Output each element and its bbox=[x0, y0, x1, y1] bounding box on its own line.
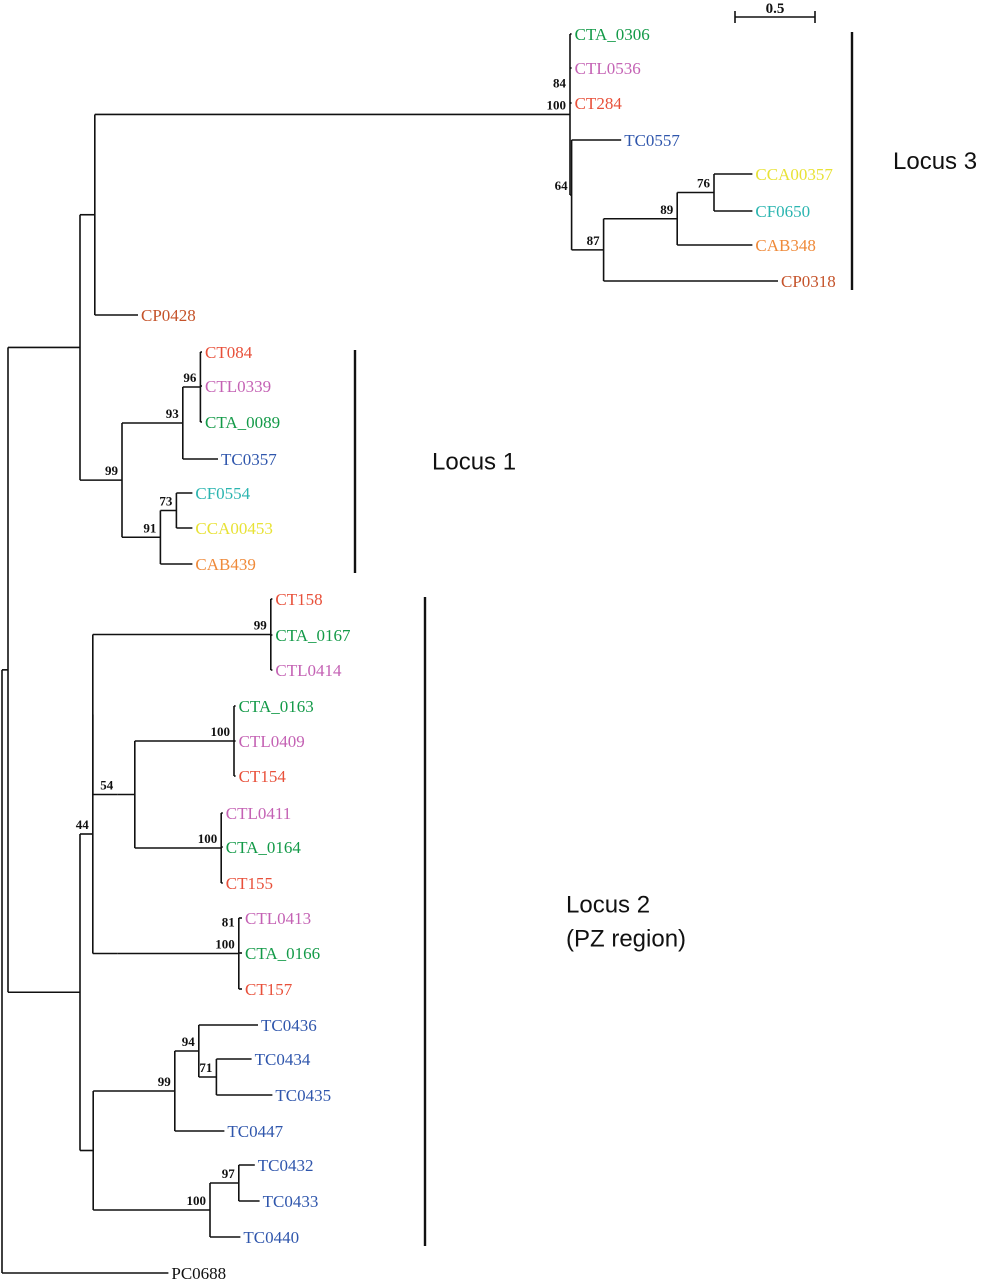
bootstrap-value: 91 bbox=[143, 520, 156, 535]
locus-label: (PZ region) bbox=[566, 926, 686, 953]
taxon-label: CAB439 bbox=[195, 555, 255, 574]
taxon-label: TC0447 bbox=[227, 1122, 283, 1141]
taxon-label: CTL0414 bbox=[275, 661, 342, 680]
taxon-label: CTA_0306 bbox=[575, 25, 650, 44]
taxon-label: CT155 bbox=[226, 874, 273, 893]
taxon-label: TC0434 bbox=[255, 1050, 311, 1069]
taxon-label: CT157 bbox=[245, 980, 293, 999]
bootstrap-value: 100 bbox=[198, 831, 218, 846]
taxon-label: CT158 bbox=[275, 590, 322, 609]
bootstrap-value: 81 bbox=[222, 915, 235, 930]
taxon-label: CTA_0164 bbox=[226, 838, 302, 857]
taxon-label: CF0554 bbox=[195, 484, 250, 503]
taxon-label: CTA_0163 bbox=[239, 697, 314, 716]
taxon-label: CTL0409 bbox=[239, 732, 305, 751]
bootstrap-value: 64 bbox=[555, 178, 569, 193]
bootstrap-value: 44 bbox=[76, 817, 90, 832]
locus-label: Locus 2 bbox=[566, 892, 650, 919]
taxon-label: TC0435 bbox=[275, 1086, 331, 1105]
taxon-label: CTA_0167 bbox=[275, 626, 351, 645]
taxon-label: TC0433 bbox=[263, 1192, 319, 1211]
taxon-label: CCA00357 bbox=[755, 165, 833, 184]
bootstrap-value: 100 bbox=[547, 97, 567, 112]
locus-label: Locus 3 bbox=[893, 148, 977, 175]
bootstrap-value: 96 bbox=[183, 370, 197, 385]
bootstrap-value: 84 bbox=[553, 75, 567, 90]
scale-bar-label: 0.5 bbox=[766, 1, 785, 17]
taxon-label: CT154 bbox=[239, 767, 287, 786]
taxon-label: CTL0536 bbox=[575, 59, 641, 78]
bootstrap-value: 54 bbox=[100, 778, 114, 793]
bootstrap-value: 89 bbox=[660, 202, 674, 217]
taxon-label: TC0432 bbox=[258, 1156, 314, 1175]
locus-label: Locus 1 bbox=[432, 449, 516, 476]
bootstrap-value: 100 bbox=[187, 1193, 207, 1208]
bootstrap-value: 97 bbox=[222, 1166, 236, 1181]
taxon-label: PC0688 bbox=[171, 1264, 226, 1280]
bootstrap-value: 99 bbox=[254, 618, 268, 633]
taxon-label: CTA_0089 bbox=[205, 413, 280, 432]
bootstrap-value: 76 bbox=[697, 176, 711, 191]
bootstrap-value: 100 bbox=[215, 937, 235, 952]
taxon-label: CT284 bbox=[575, 94, 623, 113]
bootstrap-value: 99 bbox=[158, 1074, 172, 1089]
taxon-label: CP0428 bbox=[141, 306, 196, 325]
taxon-label: TC0557 bbox=[624, 131, 680, 150]
bootstrap-value: 73 bbox=[159, 494, 173, 509]
bootstrap-value: 71 bbox=[199, 1060, 212, 1075]
taxon-label: CTL0411 bbox=[226, 804, 291, 823]
taxon-label: TC0440 bbox=[243, 1228, 299, 1247]
bootstrap-value: 94 bbox=[182, 1034, 196, 1049]
bootstrap-value: 87 bbox=[587, 233, 601, 248]
taxon-label: TC0436 bbox=[261, 1016, 317, 1035]
bootstrap-value: 99 bbox=[105, 463, 119, 478]
bootstrap-value: 93 bbox=[166, 406, 180, 421]
taxon-label: CTL0413 bbox=[245, 909, 311, 928]
taxon-label: CTA_0166 bbox=[245, 944, 320, 963]
taxon-label: CF0650 bbox=[755, 202, 810, 221]
taxon-label: CP0318 bbox=[781, 272, 836, 291]
taxon-label: TC0357 bbox=[221, 450, 277, 469]
taxon-label: CT084 bbox=[205, 343, 253, 362]
taxon-label: CCA00453 bbox=[195, 519, 272, 538]
taxon-label: CAB348 bbox=[755, 236, 815, 255]
taxon-label: CTL0339 bbox=[205, 377, 271, 396]
bootstrap-value: 100 bbox=[211, 724, 231, 739]
